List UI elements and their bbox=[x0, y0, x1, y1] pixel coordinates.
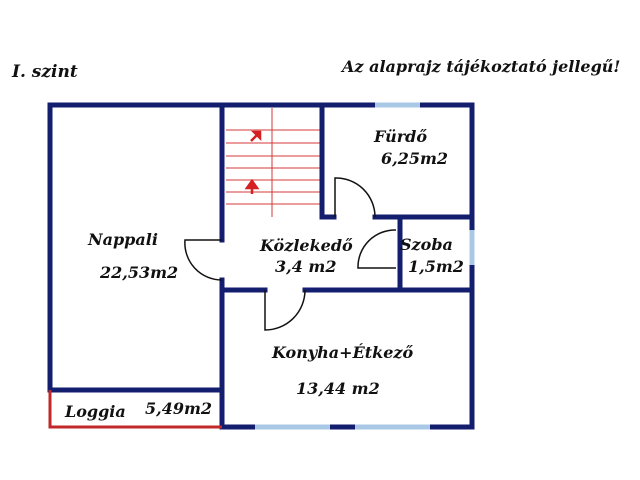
walls bbox=[47, 102, 475, 430]
level-label: I. szint bbox=[11, 62, 78, 82]
room-area-furdo: 6,25m2 bbox=[381, 149, 448, 168]
room-area-nappali: 22,53m2 bbox=[99, 263, 178, 282]
staircase bbox=[226, 108, 320, 217]
room-area-konyha: 13,44 m2 bbox=[296, 379, 380, 398]
windows bbox=[255, 102, 475, 430]
room-name-furdo: Fürdő bbox=[373, 127, 427, 146]
doors bbox=[184, 177, 397, 331]
disclaimer: Az alaprajz tájékoztató jellegű! bbox=[340, 57, 620, 76]
room-name-loggia: Loggia bbox=[64, 402, 126, 421]
stair-arrow-icon bbox=[250, 130, 262, 142]
room-name-konyha: Konyha+Étkező bbox=[271, 342, 414, 362]
stair-arrow-icon bbox=[244, 178, 260, 194]
room-name-szoba: Szoba bbox=[400, 235, 453, 254]
room-area-loggia: 5,49m2 bbox=[145, 399, 212, 418]
room-name-nappali: Nappali bbox=[87, 230, 158, 249]
room-name-kozlekedo: Közlekedő bbox=[259, 236, 353, 255]
room-area-szoba: 1,5m2 bbox=[408, 257, 464, 276]
room-area-kozlekedo: 3,4 m2 bbox=[275, 257, 336, 276]
